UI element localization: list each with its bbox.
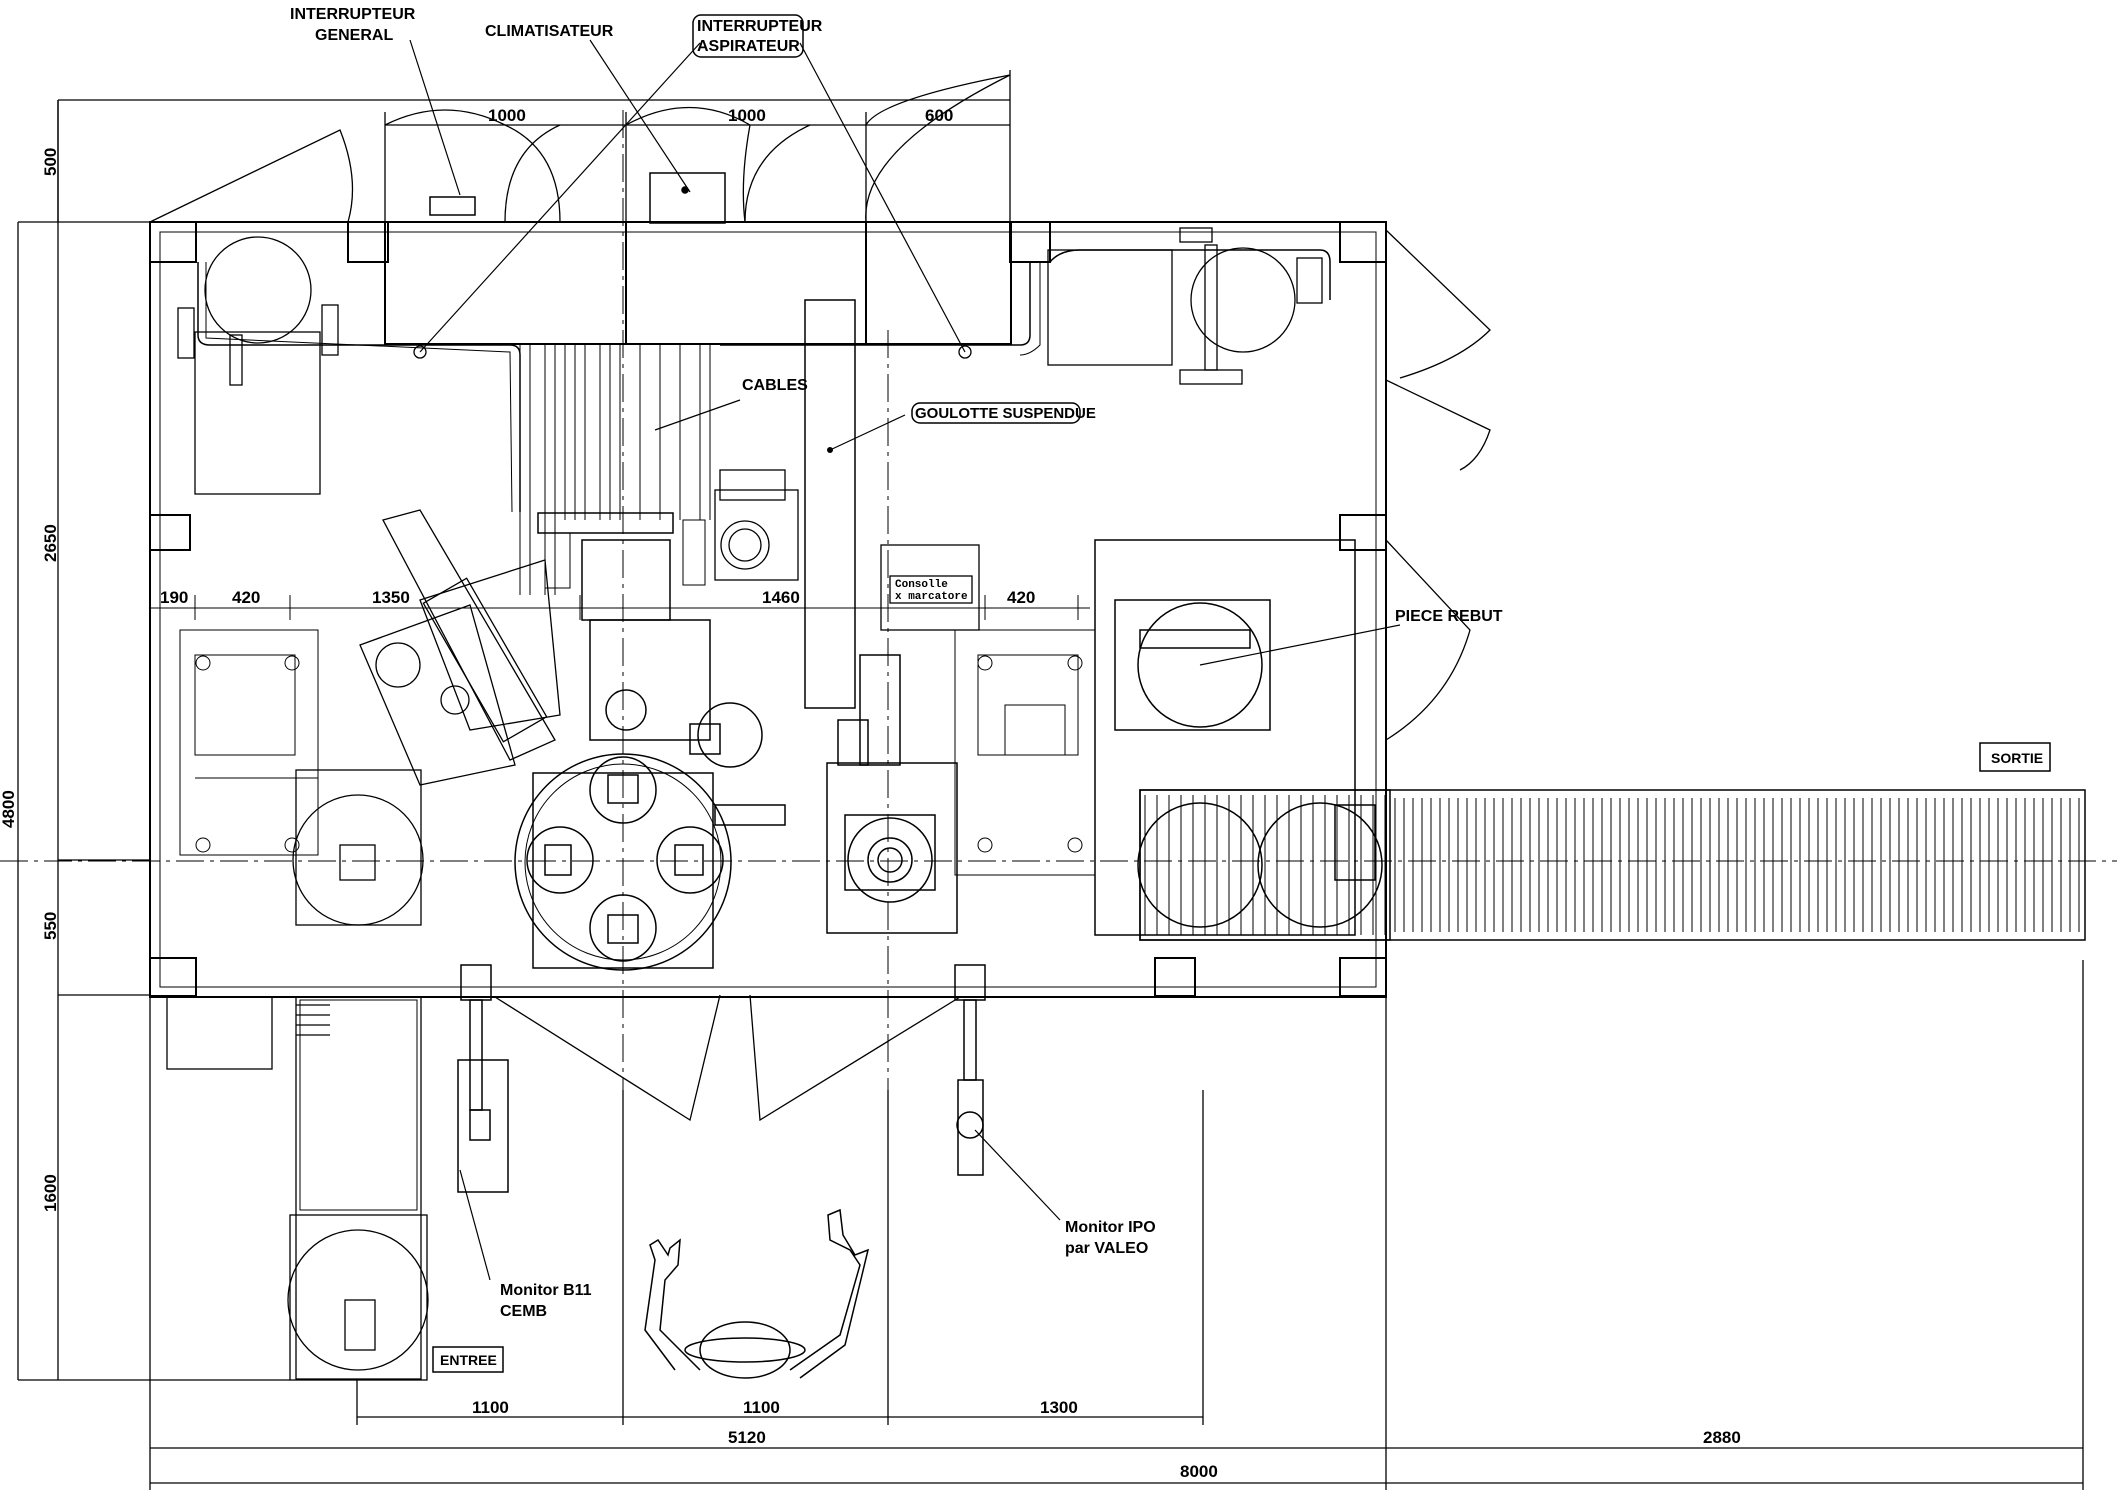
robot-arm-assembly: [359, 509, 561, 786]
cable-ducts: [519, 345, 711, 595]
piece-rebut-bin: [1094, 539, 1356, 936]
monitor-b11-stand: [457, 964, 509, 1193]
console-marcatore: [880, 544, 980, 631]
dim-top-1000-a: 1000: [488, 106, 526, 125]
label-goulotte: GOULOTTE SUSPENDUE: [915, 405, 1096, 422]
dim-bottom-1100-a: 1100: [472, 1398, 509, 1417]
label-monitor-ipo-2: par VALEO: [1065, 1240, 1148, 1257]
label-entree: ENTREE: [440, 1352, 497, 1368]
inner-dimension-line: [150, 595, 1090, 620]
label-monitor-b11-1: Monitor B11: [500, 1282, 592, 1299]
dim-left-4800: 4800: [0, 790, 18, 828]
label-cables: CABLES: [742, 377, 808, 394]
goulotte-suspendue: [804, 299, 856, 709]
label-piece-rebut: PIECE REBUT: [1395, 608, 1503, 625]
dim-bottom-1300: 1300: [1040, 1398, 1078, 1417]
label-consolle-2: x marcatore: [895, 591, 968, 603]
dim-top-600: 600: [925, 106, 953, 125]
operator-figure: [644, 1208, 870, 1379]
label-consolle-1: Consolle: [895, 579, 948, 591]
doors: [149, 74, 1491, 1122]
label-box-aspirateur: [692, 14, 804, 58]
leader-lines: [409, 39, 1401, 1281]
vacuum-unit: [714, 469, 799, 581]
label-interrupteur-aspirateur-1: INTERRUPTEUR: [697, 18, 823, 35]
leader-dots: [413, 187, 972, 453]
dim-inner-420-a: 420: [232, 588, 260, 607]
exit-conveyor: [1137, 789, 2086, 941]
label-box-sortie: [1979, 742, 2051, 772]
labels: INTERRUPTEUR GENERAL CLIMATISATEUR INTER…: [290, 6, 2051, 1373]
label-interrupteur-aspirateur-2: ASPIRATEUR: [697, 38, 800, 55]
label-box-entree: [432, 1346, 504, 1373]
right-pallet-station: [954, 629, 1096, 876]
right-station: [826, 654, 958, 934]
top-right-unit: [1047, 227, 1323, 385]
monitor-ipo-stand: [954, 964, 986, 1176]
dim-inner-420-b: 420: [1007, 588, 1035, 607]
dim-left-2650: 2650: [41, 524, 60, 562]
dim-left-500: 500: [41, 148, 60, 176]
dim-left-1600: 1600: [41, 1174, 60, 1212]
dim-bottom-8000: 8000: [1180, 1462, 1218, 1481]
label-interrupteur-general-1: INTERRUPTEUR: [290, 6, 416, 23]
cabin-frame: [149, 221, 1387, 998]
top-left-unit: [177, 236, 339, 495]
entry-conveyor: [166, 769, 429, 1381]
climatisateur-unit: [429, 172, 726, 224]
label-box-goulotte: [911, 402, 1081, 424]
rotary-table: [514, 539, 786, 971]
dim-bottom-5120: 5120: [728, 1428, 766, 1447]
left-pallet-station: [179, 629, 319, 856]
label-sortie: SORTIE: [1991, 750, 2043, 766]
label-climatisateur: CLIMATISATEUR: [485, 23, 614, 40]
dim-top-1000-b: 1000: [728, 106, 766, 125]
dim-bottom-2880: 2880: [1703, 1428, 1741, 1447]
dim-bottom-1100-b: 1100: [743, 1398, 780, 1417]
label-monitor-b11-2: CEMB: [500, 1303, 547, 1320]
label-interrupteur-general-2: GENERAL: [315, 27, 393, 44]
label-monitor-ipo-1: Monitor IPO: [1065, 1219, 1156, 1236]
dim-inner-1350: 1350: [372, 588, 410, 607]
dimension-texts: 1000 1000 600 500 2650 4800 550 1600 190…: [0, 106, 1741, 1481]
dim-left-550: 550: [41, 912, 60, 940]
dimension-lines: [0, 70, 2117, 1490]
dim-inner-190: 190: [160, 588, 188, 607]
exit-conveyor-rollers: [1144, 795, 2080, 935]
dim-inner-1460: 1460: [762, 588, 800, 607]
